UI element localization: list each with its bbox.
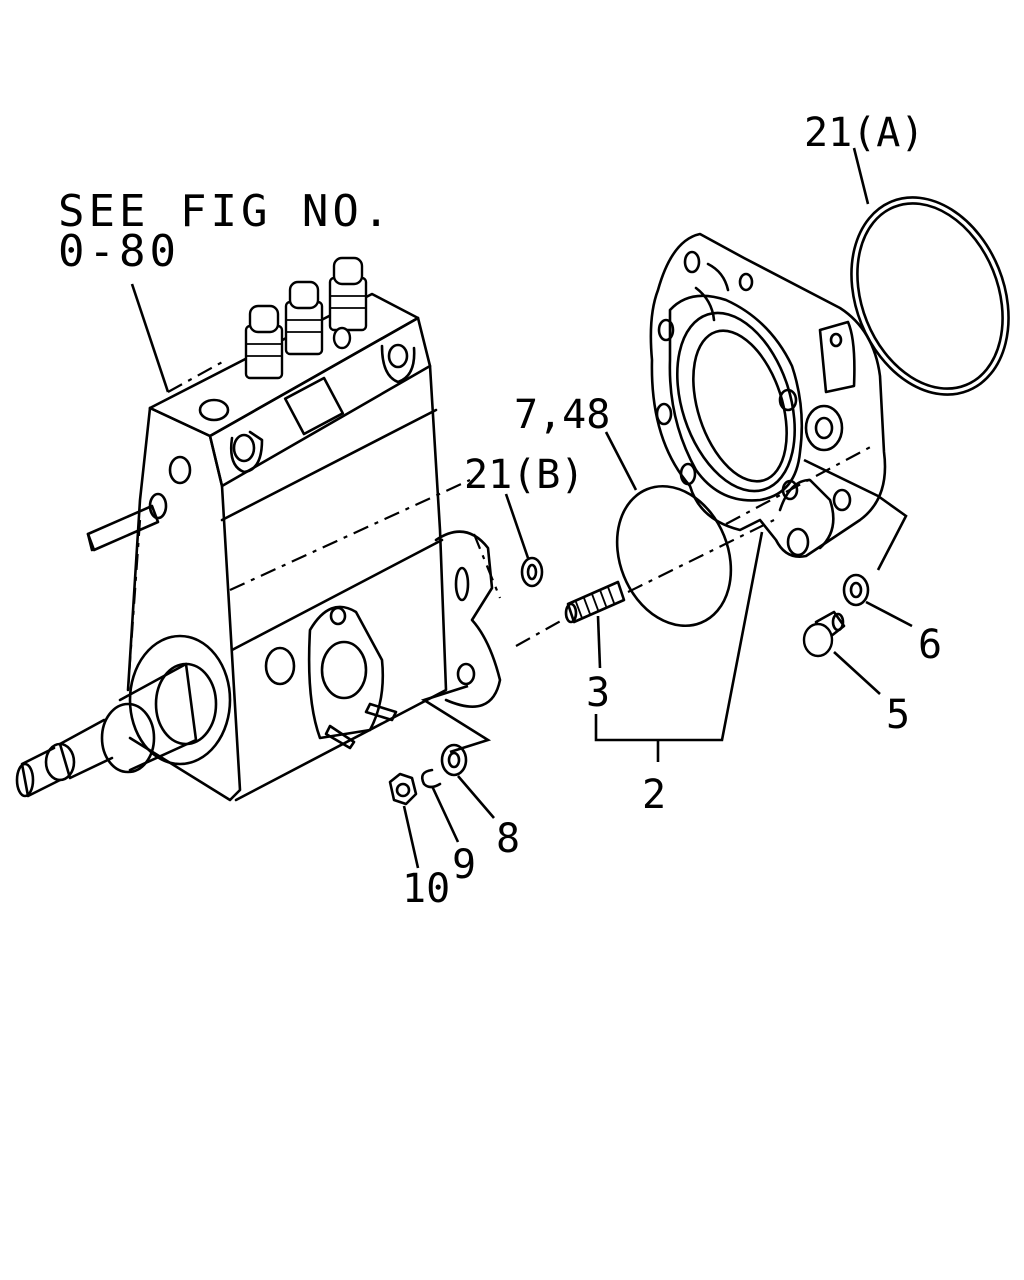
- part-21a-o-ring: [850, 196, 1010, 396]
- callout-8: 8: [496, 816, 520, 862]
- leader-3: [596, 615, 602, 669]
- leader-6: [865, 600, 913, 628]
- control-lever: [86, 492, 168, 552]
- leader-5: [833, 651, 881, 695]
- delivery-valve-1: [244, 304, 284, 380]
- part-10-nut: [388, 772, 418, 806]
- part-3-stud: [564, 580, 626, 624]
- o-ring-21a-centerline: [725, 443, 877, 525]
- leader-8: [457, 775, 495, 819]
- callout-6: 6: [918, 622, 942, 668]
- bracket-leader-5-6: [803, 458, 908, 571]
- part-5-plug: [802, 610, 846, 658]
- injection-pump-assembly: [15, 256, 502, 802]
- reference-line-2: 0-80: [58, 226, 180, 277]
- part-9-spring-washer: [420, 768, 442, 789]
- leader-21a: [852, 147, 870, 205]
- stud-centerline: [515, 617, 567, 647]
- reference-line-1: SEE FIG NO.: [58, 186, 393, 237]
- delivery-valve-3: [328, 256, 368, 350]
- leader-21b: [504, 493, 530, 559]
- bracket-leader-8-9-10: [420, 684, 492, 754]
- part-7-48-o-ring: [615, 484, 733, 628]
- leader-7-48: [604, 431, 638, 491]
- leader-9: [430, 785, 460, 843]
- leader-10: [402, 805, 420, 869]
- callout-10: 10: [402, 866, 450, 912]
- callout-3: 3: [586, 670, 610, 716]
- callout-9: 9: [452, 842, 476, 888]
- part-2-housing: [649, 232, 887, 558]
- mounting-flange: [264, 605, 398, 750]
- part-21b-o-ring: [520, 556, 544, 588]
- callout-21b: 21(B): [464, 452, 584, 498]
- delivery-valve-2: [284, 280, 324, 356]
- part-6-washer: [842, 573, 870, 607]
- callout-7-48: 7,48: [514, 392, 610, 438]
- pump-side-bracket: [434, 530, 502, 708]
- callout-5: 5: [886, 692, 910, 738]
- part-8-washer: [440, 743, 468, 777]
- o-ring-centerline: [627, 519, 775, 593]
- reference-leader-line: [130, 283, 170, 393]
- callout-2: 2: [642, 772, 666, 818]
- callout-21a: 21(A): [804, 110, 924, 156]
- drive-shaft: [15, 634, 232, 798]
